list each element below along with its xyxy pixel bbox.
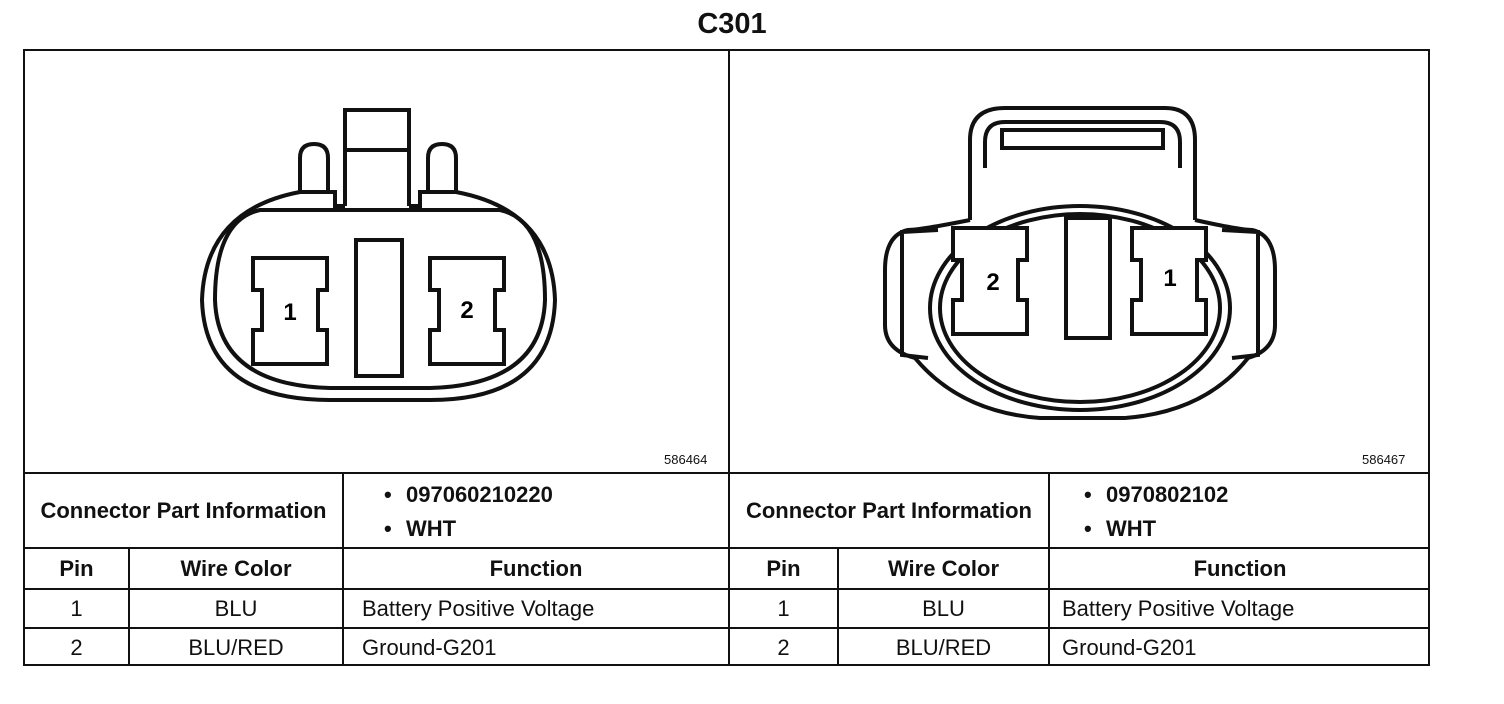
right-pin-label-1: 1: [1163, 265, 1176, 292]
right-row-1-wire-color: BLU: [922, 595, 965, 621]
left-row-1-wire-color: BLU: [214, 595, 258, 621]
right-row-2-pin: 2: [777, 634, 790, 660]
part-info-divider: [23, 547, 1430, 549]
right-part-info-label: Connector Part Information: [745, 497, 1032, 523]
left-center-key-icon: [354, 238, 404, 378]
right-row-2-function: Ground-G201: [1062, 634, 1197, 660]
right-header-wire-color: Wire Color: [887, 555, 1000, 581]
right-header-function: Function: [1193, 555, 1287, 581]
right-image-id: 586467: [1362, 452, 1406, 467]
right-part-number: 0970802102: [1084, 478, 1228, 512]
right-connector-drawing: 2 1: [883, 106, 1277, 420]
center-divider: [728, 49, 730, 666]
left-row-2-function: Ground-G201: [362, 634, 497, 660]
right-right-ear-icon: [1221, 228, 1260, 360]
left-pin-label-2: 2: [460, 297, 473, 324]
connector-title: C301: [697, 8, 767, 40]
left-info-divider: [342, 474, 344, 666]
left-terminal-1-icon: [251, 256, 329, 366]
left-terminal-2-icon: [428, 256, 506, 366]
right-info-divider: [1048, 474, 1050, 666]
left-image-id: 586464: [664, 452, 708, 467]
left-part-info-values: 097060210220 WHT: [384, 478, 553, 546]
left-pin-label-1: 1: [283, 299, 296, 326]
left-part-info-label: Connector Part Information: [40, 497, 327, 523]
left-latch-tab-icon: [298, 141, 330, 192]
right-terminal-1-icon: [1130, 226, 1208, 336]
left-row-2-pin: 2: [70, 634, 83, 660]
left-header-pin: Pin: [59, 555, 94, 581]
right-row-1-pin: 1: [777, 595, 790, 621]
right-row-1-function: Battery Positive Voltage: [1062, 595, 1295, 621]
connector-frame: [23, 49, 1430, 666]
left-header-function: Function: [489, 555, 583, 581]
right-part-info-values: 0970802102 WHT: [1084, 478, 1228, 546]
header-divider: [23, 588, 1430, 590]
right-left-ear-icon: [900, 228, 939, 360]
drawing-table-divider: [23, 472, 1430, 474]
left-pin-divider: [128, 549, 130, 666]
right-color: WHT: [1084, 512, 1228, 546]
left-row-1-function: Battery Positive Voltage: [362, 595, 595, 621]
right-center-key-icon: [1064, 216, 1112, 340]
left-row-2-wire-color: BLU/RED: [188, 634, 284, 660]
left-color: WHT: [384, 512, 553, 546]
right-terminal-2-icon: [951, 226, 1029, 336]
right-header-pin: Pin: [766, 555, 801, 581]
left-connector-drawing: 1 2: [199, 108, 558, 402]
left-header-wire-color: Wire Color: [180, 555, 292, 581]
row-divider: [23, 627, 1430, 629]
left-part-number: 097060210220: [384, 478, 553, 512]
left-key-icon: [343, 108, 411, 152]
right-pin-label-2: 2: [986, 269, 999, 296]
right-pin-divider: [837, 549, 839, 666]
right-latch-icon: [983, 120, 1182, 168]
left-row-1-pin: 1: [70, 595, 83, 621]
right-row-2-wire-color: BLU/RED: [895, 634, 992, 660]
